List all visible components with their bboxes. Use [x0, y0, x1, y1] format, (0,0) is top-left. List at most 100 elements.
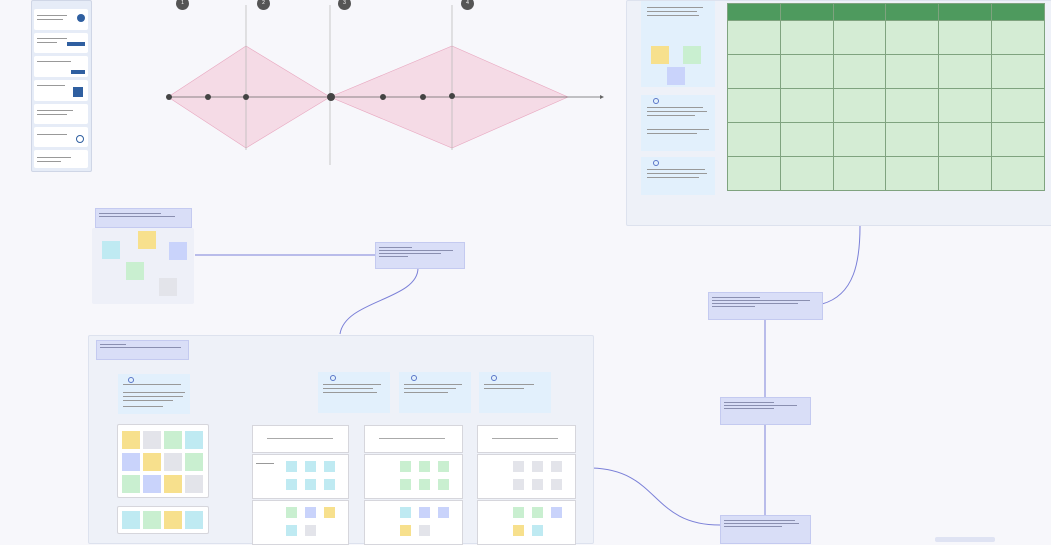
table-cell[interactable]: [991, 122, 1045, 157]
workspace-heading[interactable]: [96, 340, 189, 360]
process-card[interactable]: [252, 454, 349, 499]
table-cell[interactable]: [832, 20, 887, 55]
info-icon: [653, 98, 659, 104]
sticky-note[interactable]: [122, 453, 140, 471]
sticky-cluster: [92, 228, 194, 304]
table-cell[interactable]: [938, 54, 993, 89]
table-cell[interactable]: [727, 20, 781, 55]
process-card[interactable]: [364, 500, 463, 545]
sidebar-card-1[interactable]: [34, 9, 88, 30]
sticky-note[interactable]: [122, 431, 140, 449]
workspace-section: [88, 335, 594, 545]
table-header-cell: [779, 3, 834, 21]
instruction-box: [479, 372, 551, 413]
sticky-note[interactable]: [169, 242, 187, 260]
sticky-note[interactable]: [126, 262, 144, 280]
sticky-note[interactable]: [683, 46, 701, 64]
table-cell[interactable]: [727, 54, 781, 89]
process-card[interactable]: [364, 425, 463, 453]
sidebar-card-4[interactable]: [34, 80, 88, 101]
info-icon: [411, 375, 417, 381]
step-marker-4[interactable]: 4: [461, 0, 474, 10]
sticky-note[interactable]: [667, 67, 685, 85]
sticky-note[interactable]: [143, 431, 161, 449]
flow-note-top[interactable]: [708, 292, 823, 320]
sticky-note[interactable]: [185, 511, 203, 529]
process-card[interactable]: [477, 454, 576, 499]
process-card[interactable]: [252, 500, 349, 545]
cluster-heading-note[interactable]: [95, 208, 192, 228]
process-card[interactable]: [477, 425, 576, 453]
sticky-note[interactable]: [102, 241, 120, 259]
step-marker-3[interactable]: 3: [338, 0, 351, 10]
sticky-note[interactable]: [651, 46, 669, 64]
table-cell[interactable]: [885, 156, 940, 191]
info-box: [641, 157, 715, 195]
timeline-dot[interactable]: [166, 94, 172, 100]
process-card[interactable]: [364, 454, 463, 499]
table-cell[interactable]: [938, 156, 993, 191]
sticky-note[interactable]: [164, 511, 182, 529]
template-sidebar: [31, 0, 92, 172]
sticky-note[interactable]: [185, 475, 203, 493]
sticky-note[interactable]: [164, 475, 182, 493]
sticky-note[interactable]: [159, 278, 177, 296]
table-cell[interactable]: [727, 88, 781, 123]
flow-note-bottom[interactable]: [720, 515, 811, 544]
sidebar-card-6[interactable]: [34, 127, 88, 147]
sidebar-card-7[interactable]: [34, 150, 88, 168]
table-cell[interactable]: [885, 54, 940, 89]
sticky-note[interactable]: [122, 511, 140, 529]
sticky-note[interactable]: [185, 431, 203, 449]
zoom-control[interactable]: [935, 537, 995, 542]
table-cell[interactable]: [779, 122, 834, 157]
timeline-dot[interactable]: [243, 94, 249, 100]
table-cell[interactable]: [991, 54, 1045, 89]
sidebar-card-3[interactable]: [34, 56, 88, 77]
timeline-dot[interactable]: [420, 94, 426, 100]
sticky-group-hint: [641, 1, 715, 87]
sticky-note[interactable]: [143, 453, 161, 471]
table-cell[interactable]: [885, 20, 940, 55]
sticky-note[interactable]: [164, 453, 182, 471]
sticky-note[interactable]: [143, 511, 161, 529]
table-header-cell: [938, 3, 993, 21]
table-cell[interactable]: [885, 88, 940, 123]
sticky-note[interactable]: [185, 453, 203, 471]
table-cell[interactable]: [832, 54, 887, 89]
table-cell[interactable]: [832, 156, 887, 191]
sticky-note[interactable]: [138, 231, 156, 249]
step-marker-1[interactable]: 1: [176, 0, 189, 10]
instruction-box: [318, 372, 390, 413]
timeline-dot[interactable]: [449, 93, 455, 99]
table-cell[interactable]: [779, 156, 834, 191]
sticky-note[interactable]: [143, 475, 161, 493]
info-icon: [330, 375, 336, 381]
table-cell[interactable]: [885, 122, 940, 157]
timeline-dot[interactable]: [205, 94, 211, 100]
table-cell[interactable]: [832, 122, 887, 157]
sidebar-card-5[interactable]: [34, 104, 88, 124]
sticky-note[interactable]: [164, 431, 182, 449]
info-icon: [491, 375, 497, 381]
center-note[interactable]: [375, 242, 465, 269]
table-cell[interactable]: [991, 88, 1045, 123]
table-cell[interactable]: [779, 20, 834, 55]
step-marker-2[interactable]: 2: [257, 0, 270, 10]
sticky-note[interactable]: [122, 475, 140, 493]
flow-note-middle[interactable]: [720, 397, 811, 425]
sidebar-card-2[interactable]: [34, 33, 88, 53]
sidebar-card-icon: [77, 14, 85, 22]
table-cell[interactable]: [727, 156, 781, 191]
table-cell[interactable]: [938, 20, 993, 55]
process-card[interactable]: [252, 425, 349, 453]
instruction-box: [118, 374, 190, 414]
process-card[interactable]: [477, 500, 576, 545]
info-icon: [128, 377, 134, 383]
table-cell[interactable]: [991, 156, 1045, 191]
timeline-dot[interactable]: [327, 93, 335, 101]
green-table[interactable]: [727, 3, 1045, 191]
table-cell[interactable]: [938, 88, 993, 123]
timeline-dot[interactable]: [380, 94, 386, 100]
